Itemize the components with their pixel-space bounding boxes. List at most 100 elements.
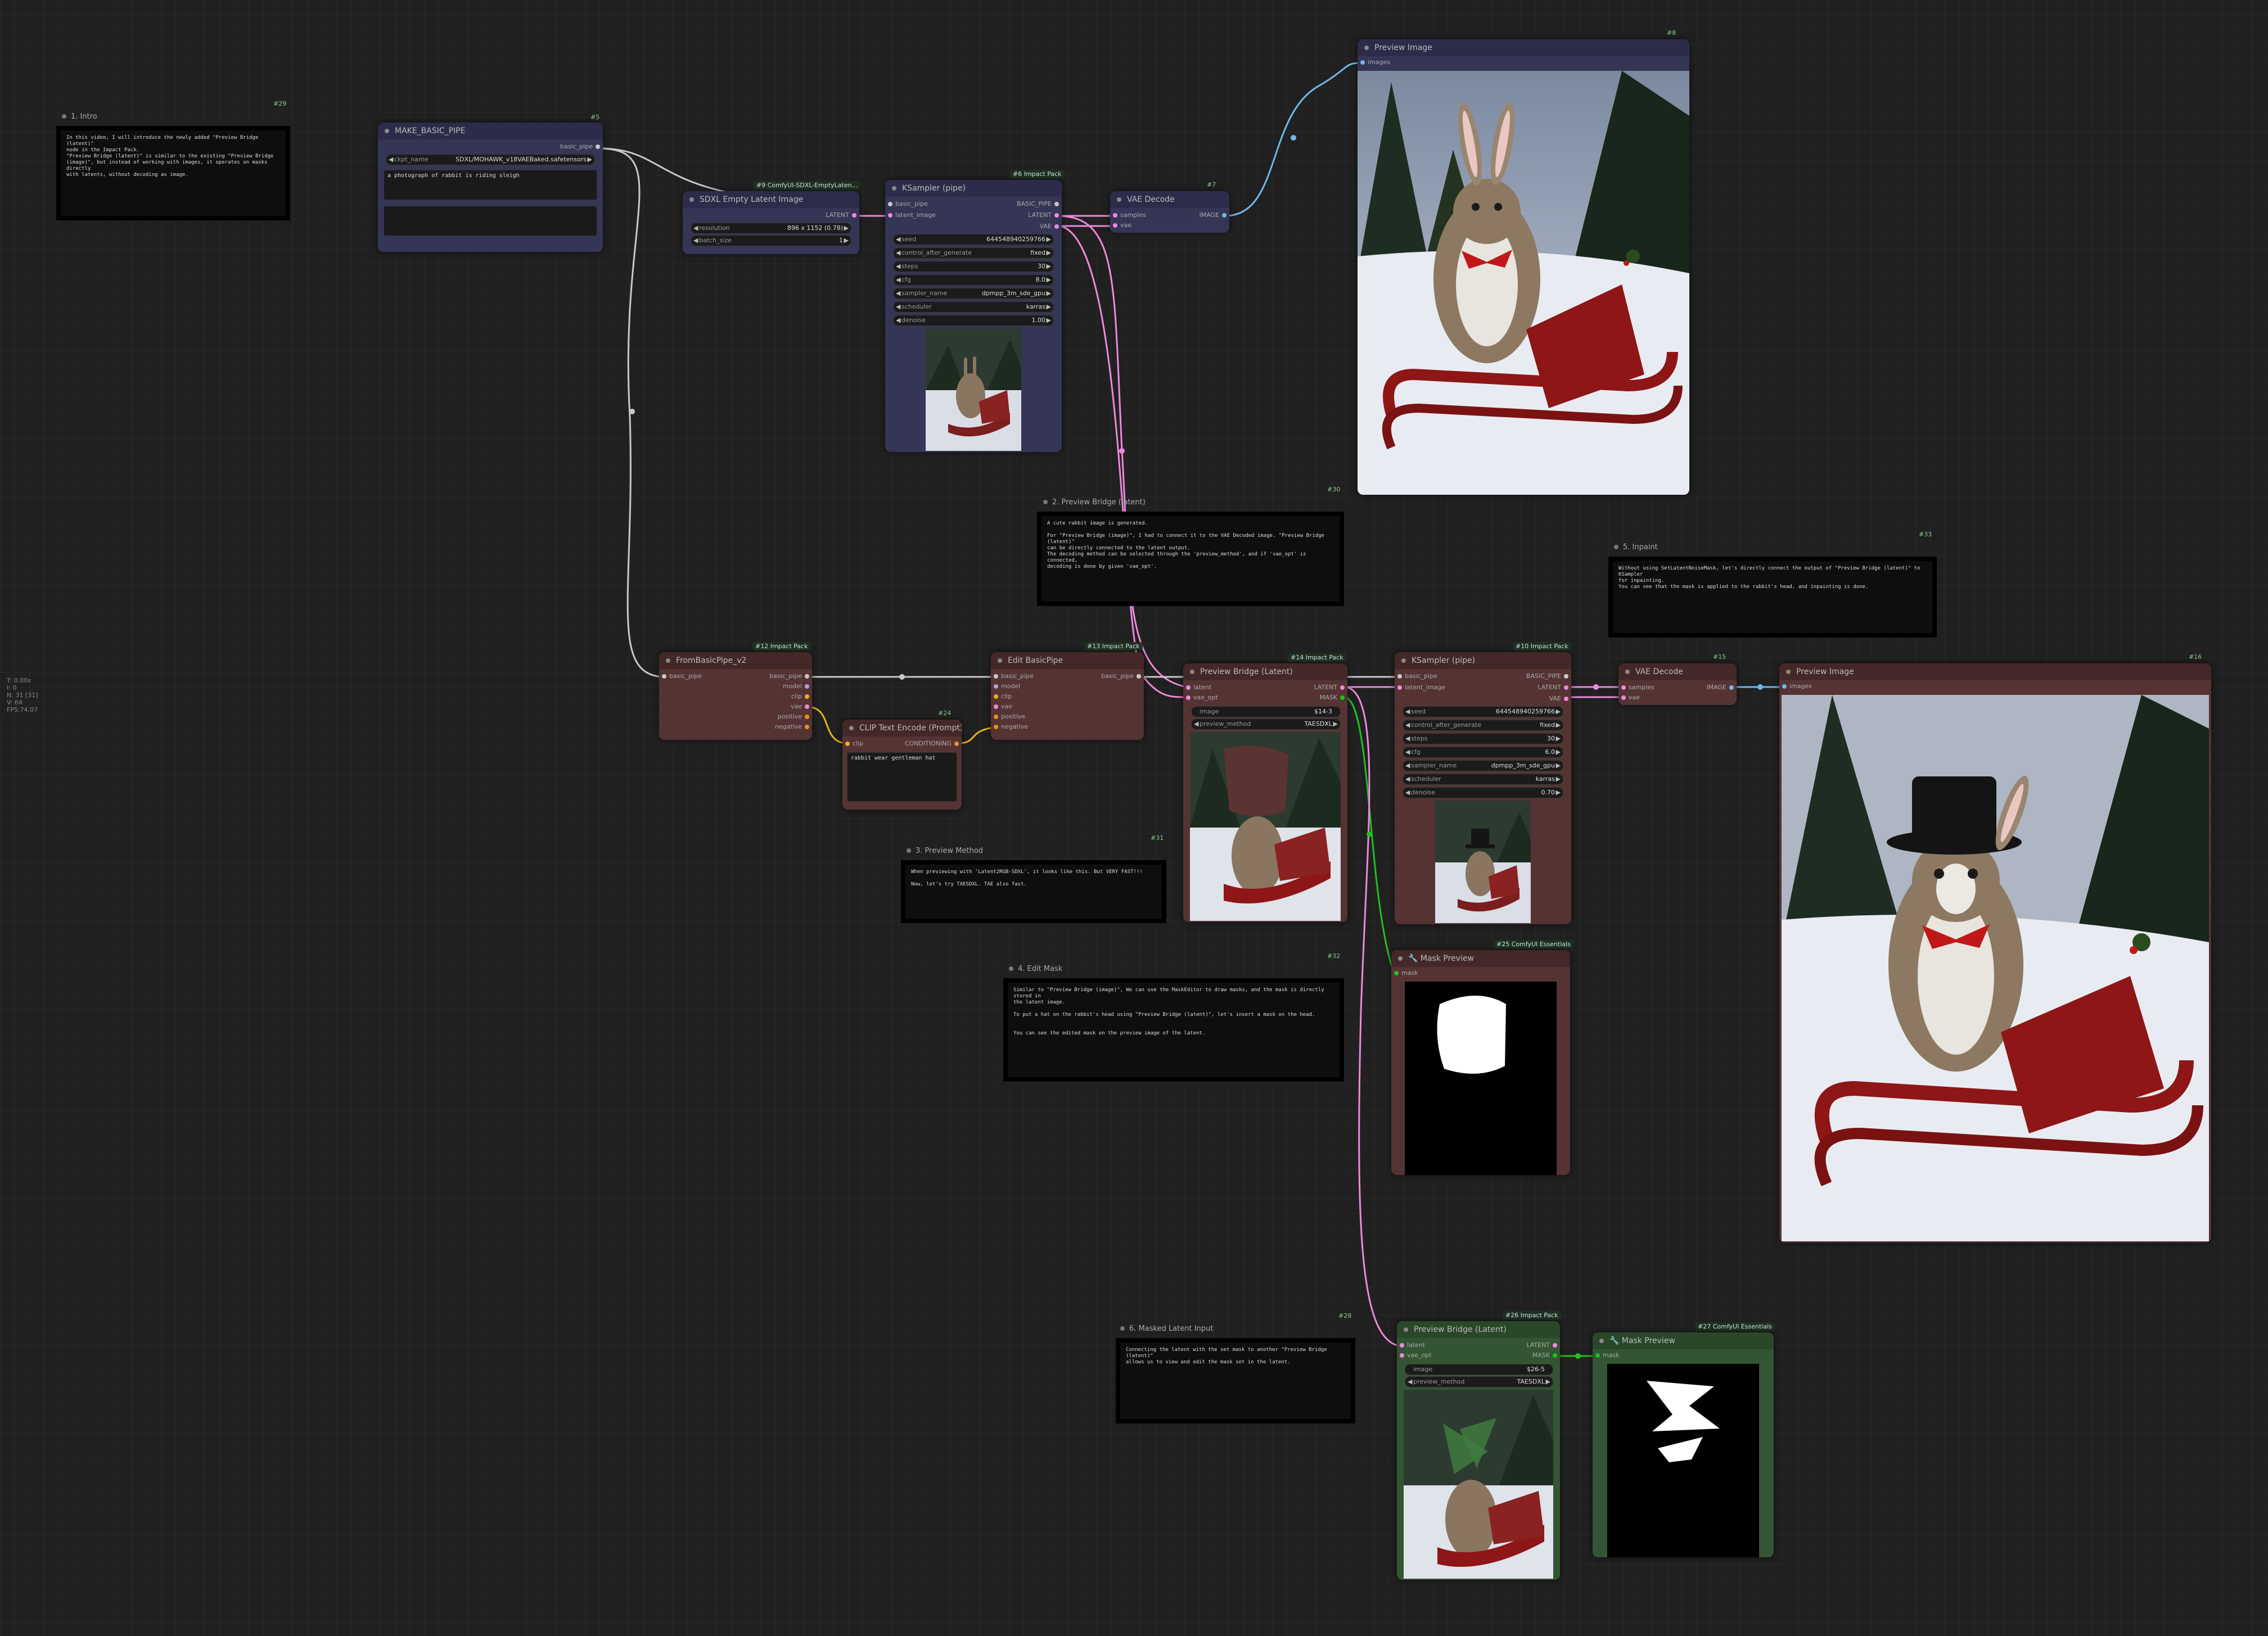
node-title[interactable]: MAKE_BASIC_PIPE	[378, 123, 603, 139]
node-title[interactable]: 🔧 Mask Preview	[1391, 950, 1570, 967]
output-basic-pipe[interactable]: basic_pipe	[1101, 672, 1144, 680]
input-latent[interactable]: latent	[1183, 684, 1211, 691]
node-title[interactable]: KSampler (pipe)	[1395, 652, 1571, 669]
output-basic-pipe[interactable]: BASIC_PIPE	[1526, 672, 1571, 680]
input-basic-pipe[interactable]: basic_pipe	[1395, 672, 1437, 680]
output-basic-pipe[interactable]: BASIC_PIPE	[1017, 200, 1062, 207]
input-vae-opt[interactable]: vae_opt	[1183, 694, 1218, 701]
node-ksampler-pipe-1[interactable]: KSampler (pipe) basic_pipe latent_image …	[885, 180, 1062, 452]
node-title[interactable]: Preview Image	[1779, 663, 2211, 680]
input-basic-pipe[interactable]: basic_pipe	[991, 672, 1034, 680]
input-latent[interactable]: latent	[1397, 1341, 1425, 1349]
node-ksampler-pipe-2[interactable]: KSampler (pipe) basic_pipe latent_image …	[1395, 652, 1571, 924]
input-latent-image[interactable]: latent_image	[885, 211, 936, 219]
note-inpaint-title[interactable]: 5. Inpaint	[1614, 543, 1658, 552]
node-title[interactable]: Preview Bridge (Latent)	[1183, 663, 1347, 680]
input-vae[interactable]: vae	[991, 703, 1012, 710]
input-negative[interactable]: negative	[991, 723, 1028, 730]
note-preview-method-title[interactable]: 3. Preview Method	[907, 847, 983, 855]
output-vae[interactable]: VAE	[1549, 695, 1571, 702]
node-preview-image-1[interactable]: Preview Image images	[1358, 39, 1689, 495]
output-latent[interactable]: LATENT	[1028, 211, 1062, 219]
input-basic-pipe[interactable]: basic_pipe	[885, 200, 928, 207]
output-clip[interactable]: clip	[791, 693, 812, 700]
node-title[interactable]: SDXL Empty Latent Image	[683, 191, 859, 208]
node-title[interactable]: CLIP Text Encode (Prompt)	[842, 720, 962, 736]
output-basic-pipe[interactable]: basic_pipe	[769, 672, 812, 680]
input-mask[interactable]: mask	[1593, 1352, 1620, 1359]
node-preview-image-2[interactable]: Preview Image images	[1779, 663, 2211, 1242]
output-latent[interactable]: LATENT	[1526, 1341, 1560, 1349]
node-preview-bridge-latent-1[interactable]: Preview Bridge (Latent) latent vae_opt L…	[1183, 663, 1347, 922]
node-sdxl-empty-latent[interactable]: SDXL Empty Latent Image LATENT ◀resoluti…	[683, 191, 859, 254]
note-masked-latent-title[interactable]: 6. Masked Latent Input	[1120, 1325, 1213, 1333]
note-preview-bridge-title[interactable]: 2. Preview Bridge (latent)	[1043, 498, 1146, 507]
note-inpaint[interactable]: Without using SetLatentNoiseMask, let's …	[1608, 557, 1937, 638]
node-preview-bridge-latent-2[interactable]: Preview Bridge (Latent) latent vae_opt L…	[1397, 1321, 1560, 1580]
output-vae[interactable]: vae	[791, 703, 812, 710]
input-clip[interactable]: clip	[842, 740, 863, 747]
input-mask[interactable]: mask	[1391, 969, 1418, 977]
node-title[interactable]: VAE Decode	[1618, 663, 1737, 680]
input-positive[interactable]: positive	[991, 713, 1025, 720]
input-images[interactable]: images	[1779, 683, 1812, 690]
node-title[interactable]: Edit BasicPipe	[991, 652, 1144, 669]
output-latent[interactable]: LATENT	[1314, 684, 1347, 691]
node-clip-text-encode[interactable]: CLIP Text Encode (Prompt) clip CONDITION…	[842, 720, 962, 810]
node-mask-preview-2[interactable]: 🔧 Mask Preview mask	[1593, 1332, 1774, 1557]
output-mask[interactable]: MASK	[1532, 1352, 1560, 1359]
output-latent[interactable]: LATENT	[1537, 684, 1571, 691]
node-title[interactable]: KSampler (pipe)	[885, 180, 1062, 197]
input-model[interactable]: model	[991, 683, 1020, 690]
output-negative[interactable]: negative	[775, 723, 812, 730]
positive-prompt[interactable]: a photograph of rabbit is riding sleigh	[384, 170, 597, 200]
node-mask-preview-1[interactable]: 🔧 Mask Preview mask	[1391, 950, 1570, 1175]
negative-prompt[interactable]	[384, 206, 597, 236]
note-intro[interactable]: In this video, I will introduce the newl…	[56, 126, 290, 220]
output-conditioning[interactable]: CONDITIONING	[905, 740, 962, 747]
node-frombasicpipe[interactable]: FromBasicPipe_v2 basic_pipe basic_pipe m…	[659, 652, 812, 740]
note-edit-mask[interactable]: Similar to "Preview Bridge (image)", We …	[1003, 978, 1344, 1082]
input-vae[interactable]: vae	[1618, 694, 1640, 701]
input-vae[interactable]: vae	[1110, 222, 1131, 229]
node-vae-decode-2[interactable]: VAE Decode samples vae IMAGE	[1618, 663, 1737, 705]
note-masked-latent[interactable]: Connecting the latent with the set mask …	[1116, 1338, 1355, 1423]
output-latent[interactable]: LATENT	[826, 211, 859, 219]
output-model[interactable]: model	[783, 683, 812, 690]
note-edit-mask-title[interactable]: 4. Edit Mask	[1009, 965, 1062, 973]
node-title[interactable]: FromBasicPipe_v2	[659, 652, 812, 669]
note-preview-bridge[interactable]: A cute rabbit image is generated. For "P…	[1037, 512, 1344, 606]
output-basic-pipe[interactable]: basic_pipe	[560, 143, 603, 150]
node-title[interactable]: VAE Decode	[1110, 191, 1229, 208]
image-widget[interactable]: image$14-3	[1191, 706, 1341, 717]
note-preview-method[interactable]: When previewing with 'Latent2RGB-SDXL', …	[901, 860, 1166, 923]
image-widget[interactable]: image$26-5	[1405, 1364, 1553, 1375]
input-clip[interactable]: clip	[991, 693, 1012, 700]
node-title[interactable]: Preview Bridge (Latent)	[1397, 1321, 1560, 1338]
node-edit-basicpipe[interactable]: Edit BasicPipe basic_pipe model clip vae…	[991, 652, 1144, 740]
output-image[interactable]: IMAGE	[1199, 211, 1229, 219]
node-title[interactable]: 🔧 Mask Preview	[1593, 1332, 1774, 1349]
output-image[interactable]: IMAGE	[1706, 684, 1737, 691]
node-title[interactable]: Preview Image	[1358, 39, 1689, 56]
input-images[interactable]: images	[1358, 58, 1390, 66]
output-positive[interactable]: positive	[778, 713, 812, 720]
output-vae[interactable]: VAE	[1040, 223, 1062, 230]
input-samples[interactable]: samples	[1618, 684, 1654, 691]
